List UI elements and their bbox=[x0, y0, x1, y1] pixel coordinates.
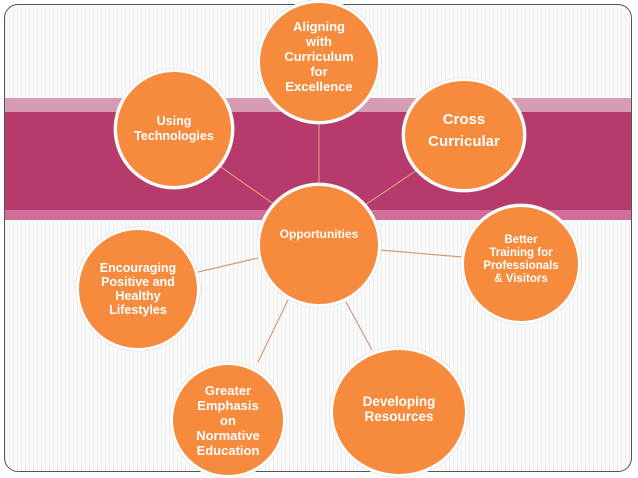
node-developing-resources: Developing Resources bbox=[330, 347, 468, 477]
node-cross-label: Cross Curricular bbox=[428, 111, 500, 150]
node-better-label: Better Training for Professionals & Visi… bbox=[483, 234, 559, 285]
node-greater-emphasis: Greater Emphasis on Normative Education bbox=[170, 362, 286, 478]
node-better-training: Better Training for Professionals & Visi… bbox=[461, 204, 581, 324]
connector-technologies bbox=[217, 164, 276, 206]
node-greater-label: Greater Emphasis on Normative Education bbox=[196, 382, 260, 458]
node-developing-label: Developing Resources bbox=[362, 394, 436, 424]
connector-healthy bbox=[197, 257, 259, 273]
node-using-technologies: Using Technologies bbox=[114, 69, 234, 189]
node-cross-curricular: Cross Curricular bbox=[402, 78, 526, 192]
connector-cross bbox=[364, 167, 421, 206]
node-aligning-with-curriculum: Aligning with Curriculum for Excellence bbox=[257, 0, 381, 124]
node-technologies-label: Using Technologies bbox=[134, 114, 214, 143]
connector-greater bbox=[257, 299, 289, 363]
node-opportunities-center: Opportunities bbox=[257, 183, 381, 307]
node-healthy-lifestyles: Encouraging Positive and Healthy Lifesty… bbox=[76, 227, 200, 351]
connector-developing bbox=[345, 301, 373, 351]
center-label: Opportunities bbox=[279, 226, 359, 241]
node-aligning-label: Aligning with Curriculum for Excellence bbox=[284, 18, 354, 94]
connector-better bbox=[379, 249, 463, 258]
node-healthy-label: Encouraging Positive and Healthy Lifesty… bbox=[99, 261, 177, 317]
